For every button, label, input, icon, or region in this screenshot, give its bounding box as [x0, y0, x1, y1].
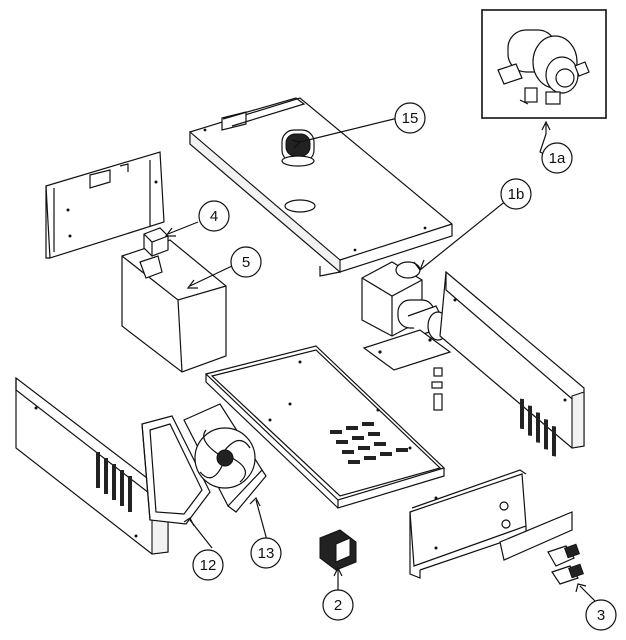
callout-12: 12 — [192, 549, 224, 581]
leader-lines — [164, 117, 599, 605]
filter-frame-12 — [141, 415, 211, 525]
callout-13-label: 13 — [258, 545, 275, 562]
base-tray — [204, 345, 446, 509]
callout-13: 13 — [250, 537, 282, 569]
callout-15: 15 — [394, 102, 426, 134]
callout-1b-label: 1b — [508, 186, 525, 203]
water-tank-5 — [121, 239, 227, 373]
pump-1b-assembly — [361, 261, 452, 411]
callout-3-label: 3 — [597, 607, 605, 624]
tray-vent-grid — [330, 422, 408, 464]
right-panel-vents — [520, 398, 556, 457]
callout-5: 5 — [230, 246, 262, 278]
grommet-15 — [281, 129, 315, 167]
callout-4-label: 4 — [210, 208, 218, 225]
callout-1a: 1a — [541, 142, 573, 174]
callout-15-label: 15 — [402, 110, 419, 127]
callout-2: 2 — [322, 589, 354, 621]
callout-12-label: 12 — [200, 557, 217, 574]
fan-13 — [183, 403, 267, 513]
callout-1b: 1b — [500, 178, 532, 210]
tank-cap-4 — [143, 227, 169, 257]
front-bracket — [409, 469, 573, 579]
callout-5-label: 5 — [242, 254, 250, 271]
rear-bracket-panel — [45, 151, 165, 259]
callout-3: 3 — [585, 599, 617, 631]
pump-1a-drawing — [497, 29, 590, 105]
connector-2 — [319, 529, 357, 571]
top-cover — [189, 97, 453, 277]
callout-1a-label: 1a — [549, 150, 566, 167]
left-panel-vents — [96, 452, 132, 512]
pump-1a-inset — [481, 9, 607, 119]
right-side-panel — [439, 270, 585, 457]
callout-2-label: 2 — [334, 597, 342, 614]
fittings-3 — [547, 543, 584, 585]
callout-4: 4 — [198, 200, 230, 232]
